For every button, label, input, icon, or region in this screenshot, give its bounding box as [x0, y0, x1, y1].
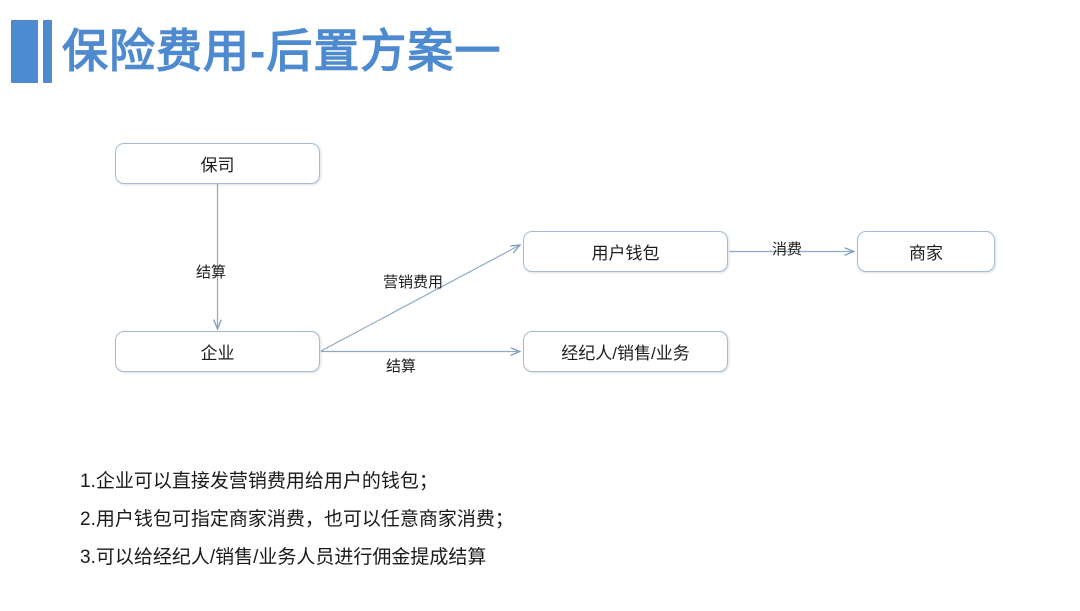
node-company-label: 企业: [200, 344, 235, 363]
node-company[interactable]: 企业: [115, 331, 320, 372]
edge-label-marketing-expense: 营销费用: [383, 274, 444, 291]
title-accent-bar-wide: [11, 20, 38, 83]
node-broker-sales-business-label: 经纪人/销售/业务: [561, 344, 690, 363]
title-accent-bar-thin: [43, 20, 52, 83]
page-title: 保险费用-后置方案一: [62, 25, 502, 77]
note-line-2: 2.用户钱包可指定商家消费，也可以任意商家消费；: [80, 509, 514, 530]
node-insurer-label: 保司: [200, 156, 235, 175]
edge-label-settlement-agent: 结算: [386, 358, 417, 375]
node-merchant-label: 商家: [909, 244, 943, 263]
node-insurer[interactable]: 保司: [115, 143, 320, 184]
note-line-3: 3.可以给经纪人/销售/业务人员进行佣金提成结算: [80, 547, 487, 568]
note-line-1: 1.企业可以直接发营销费用给用户的钱包；: [80, 471, 438, 492]
edge-company-to-wallet: [320, 245, 520, 352]
notes-list: 1.企业可以直接发营销费用给用户的钱包； 2.用户钱包可指定商家消费，也可以任意…: [80, 463, 980, 577]
title-bar: 保险费用-后置方案一: [0, 0, 1080, 110]
edge-label-consumption: 消费: [772, 241, 803, 258]
edge-label-settlement-insurer: 结算: [196, 264, 227, 281]
node-user-wallet-label: 用户钱包: [591, 244, 660, 263]
node-merchant[interactable]: 商家: [857, 231, 995, 272]
node-user-wallet[interactable]: 用户钱包: [523, 231, 728, 272]
node-broker-sales-business[interactable]: 经纪人/销售/业务: [523, 331, 728, 372]
